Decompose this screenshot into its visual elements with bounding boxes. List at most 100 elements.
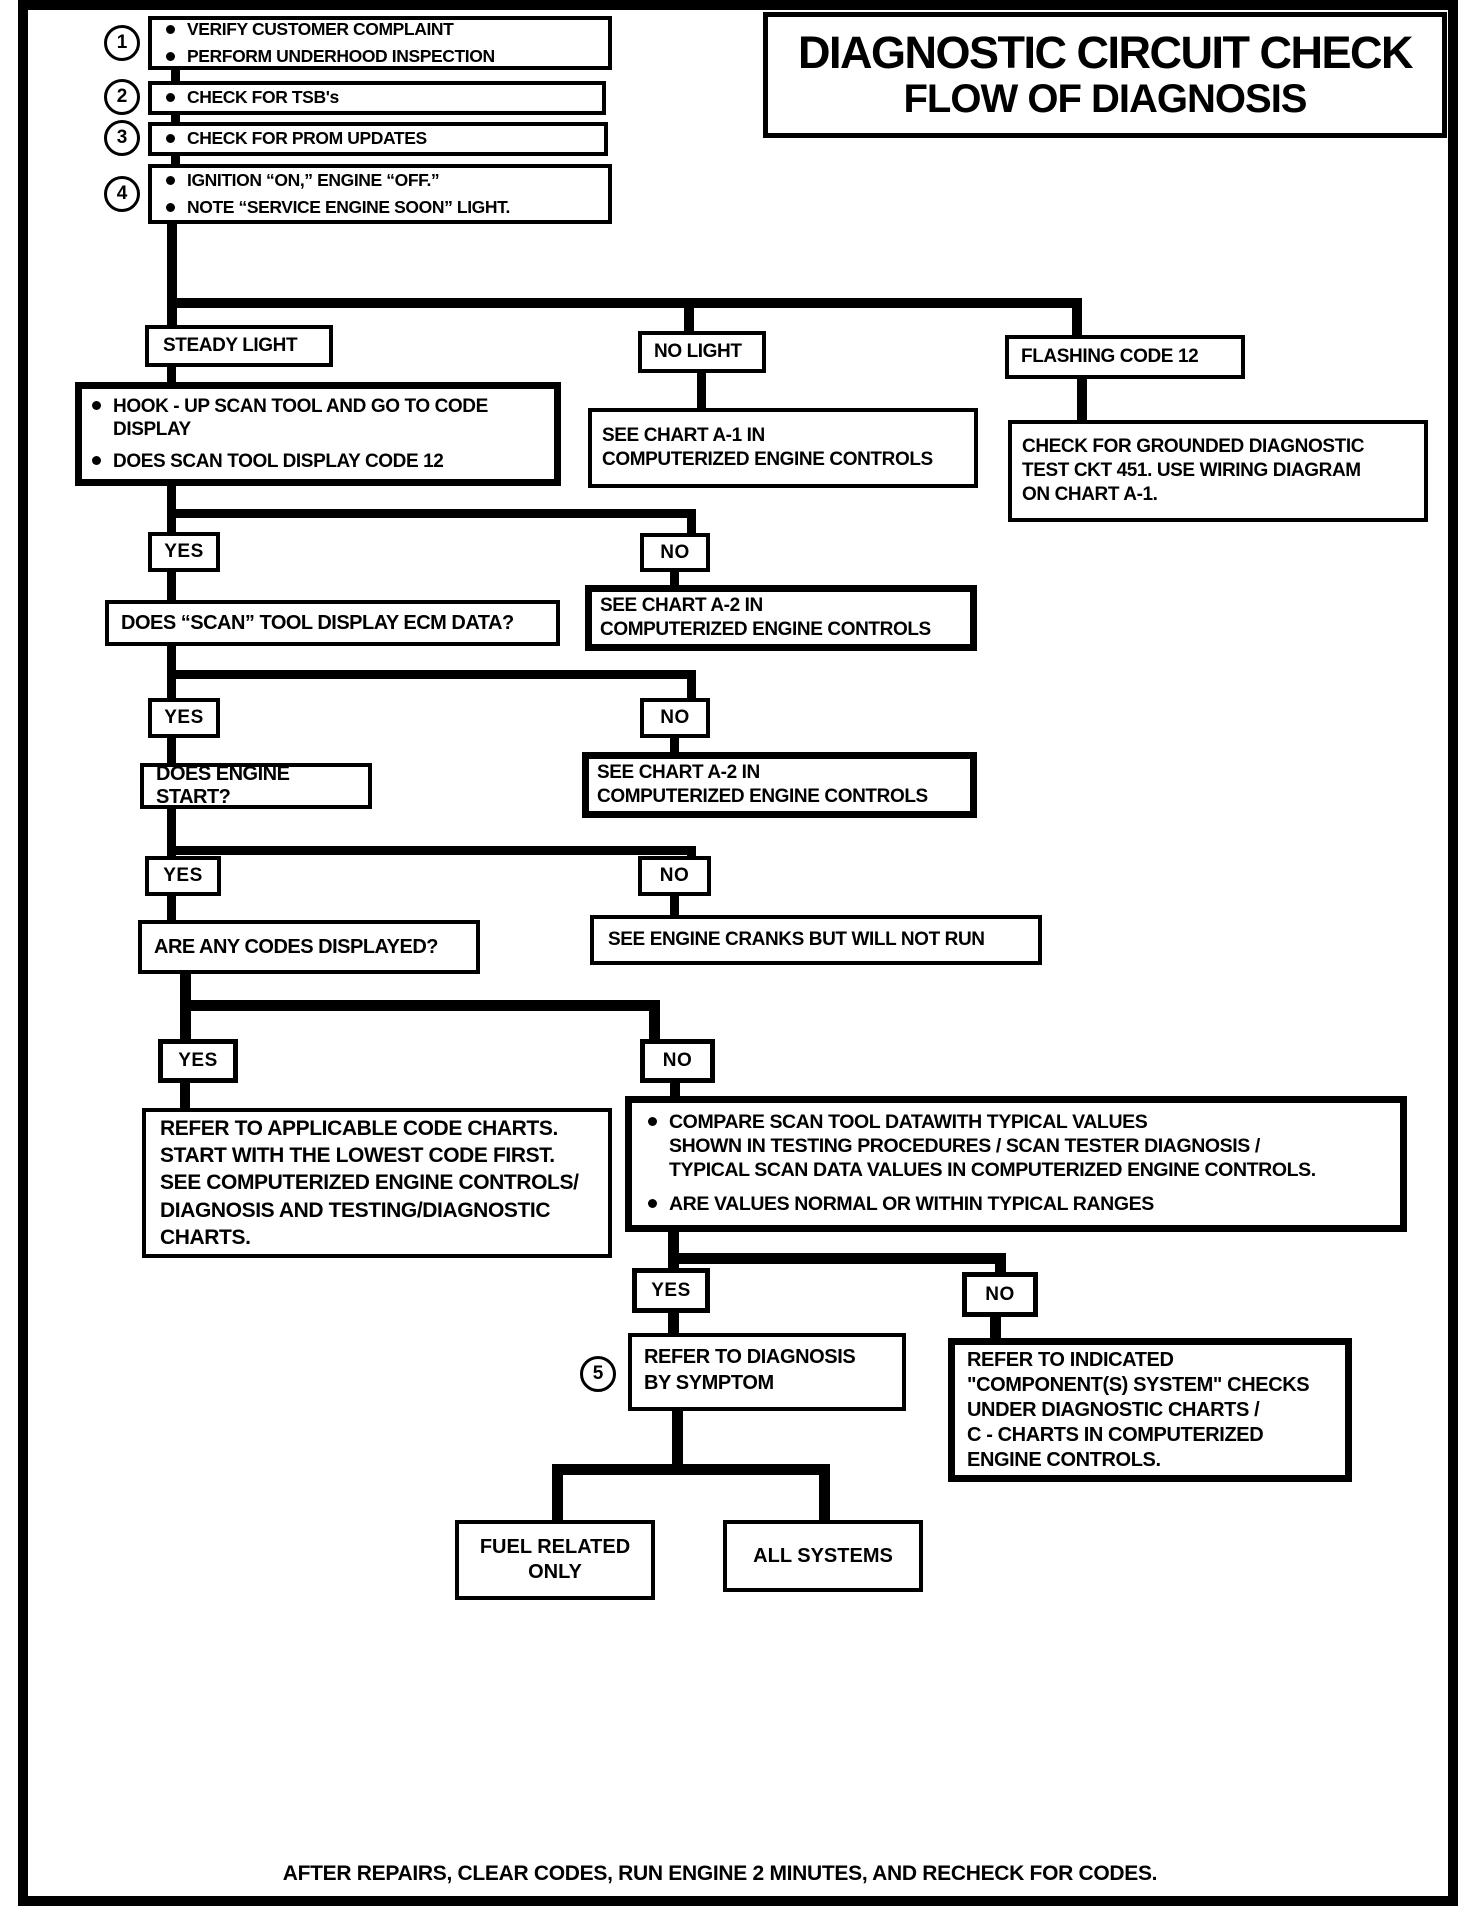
flow-line [668, 1262, 679, 1268]
flow-line [180, 1009, 191, 1039]
flow-line [990, 1317, 1001, 1338]
decision-no-3: NO [638, 856, 711, 896]
compare-item-2-text: ARE VALUES NORMAL OR WITHIN TYPICAL RANG… [669, 1192, 1154, 1215]
step-box-check-tsb: CHECK FOR TSB's [148, 81, 606, 115]
bullet-icon [92, 401, 101, 411]
flow-line [649, 1009, 660, 1039]
flow-line [672, 1411, 683, 1473]
step1-item-1-text: VERIFY CUSTOMER COMPLAINT [187, 18, 454, 39]
step1-item-1: VERIFY CUSTOMER COMPLAINT [160, 19, 600, 40]
yes-label: YES [163, 865, 203, 886]
node-see-chart-a2-first-text: SEE CHART A-2 IN COMPUTERIZED ENGINE CON… [600, 594, 931, 640]
flow-line [684, 306, 694, 334]
decision-yes-1: YES [148, 532, 220, 572]
node-fuel-related-only-text: FUEL RELATED ONLY [479, 1536, 631, 1583]
bullet-icon [166, 134, 175, 144]
flow-line [167, 306, 177, 327]
step-number-5-label: 5 [592, 1363, 604, 1384]
step4-item-1-text: IGNITION “ON,” ENGINE “OFF.” [187, 169, 440, 190]
step-number-1-label: 1 [116, 32, 128, 53]
step-number-1: 1 [104, 25, 140, 61]
step3-item-1: CHECK FOR PROM UPDATES [160, 128, 596, 149]
hookup-item-1-text: HOOK - UP SCAN TOOL AND GO TO CODE DISPL… [113, 396, 488, 441]
flow-line [167, 853, 176, 857]
flow-line [171, 154, 180, 165]
hookup-item-2: DOES SCAN TOOL DISPLAY CODE 12 [90, 450, 546, 473]
decision-no-4: NO [640, 1039, 715, 1083]
step-number-5: 5 [580, 1356, 616, 1392]
step-number-4: 4 [104, 176, 140, 212]
flow-line [171, 68, 180, 82]
step-box-ignition-on: IGNITION “ON,” ENGINE “OFF.” NOTE “SERVI… [148, 164, 612, 224]
node-engine-cranks: SEE ENGINE CRANKS BUT WILL NOT RUN [590, 915, 1042, 965]
flow-line [180, 1000, 660, 1011]
node-grounded-diagnostic-text: CHECK FOR GROUNDED DIAGNOSTIC TEST CKT 4… [1022, 435, 1365, 506]
no-label: NO [985, 1283, 1015, 1305]
chart-title-box: DIAGNOSTIC CIRCUIT CHECK FLOW OF DIAGNOS… [763, 12, 1447, 138]
flow-line [167, 646, 176, 676]
flow-line [552, 1464, 563, 1520]
branch-no-light-label: NO LIGHT [654, 341, 742, 362]
page-border [18, 0, 1458, 1906]
flow-line [167, 367, 176, 382]
flow-line [167, 677, 176, 698]
flow-line [819, 1464, 830, 1520]
branch-no-light: NO LIGHT [638, 331, 766, 373]
node-fuel-related-only: FUEL RELATED ONLY [455, 1520, 655, 1600]
chart-title-line2: FLOW OF DIAGNOSIS [903, 76, 1308, 121]
decision-yes-3: YES [145, 856, 221, 896]
decision-no-2: NO [640, 698, 710, 738]
flow-line [171, 113, 180, 123]
branch-flashing-code-12: FLASHING CODE 12 [1005, 335, 1245, 379]
node-compare-scan-data: COMPARE SCAN TOOL DATAWITH TYPICAL VALUE… [625, 1096, 1407, 1232]
question-ecm-data: DOES “SCAN” TOOL DISPLAY ECM DATA? [105, 600, 560, 646]
footer-note: AFTER REPAIRS, CLEAR CODES, RUN ENGINE 2… [282, 1862, 1158, 1885]
node-diagnosis-by-symptom: REFER TO DIAGNOSIS BY SYMPTOM [628, 1333, 906, 1411]
bullet-icon [166, 93, 175, 103]
flow-line [167, 298, 1082, 308]
question-engine-start: DOES ENGINE START? [140, 763, 372, 809]
step-number-4-label: 4 [116, 183, 128, 204]
decision-yes-4: YES [158, 1039, 238, 1083]
compare-item-1: COMPARE SCAN TOOL DATAWITH TYPICAL VALUE… [642, 1111, 1390, 1182]
branch-flashing-code-12-label: FLASHING CODE 12 [1021, 346, 1199, 367]
bullet-icon [648, 1117, 657, 1127]
question-codes-displayed: ARE ANY CODES DISPLAYED? [138, 920, 480, 974]
step-box-prom-updates: CHECK FOR PROM UPDATES [148, 122, 608, 156]
flow-line [687, 516, 696, 533]
node-hookup-scan-tool: HOOK - UP SCAN TOOL AND GO TO CODE DISPL… [75, 382, 561, 486]
step2-item-1: CHECK FOR TSB's [160, 87, 594, 108]
question-engine-start-text: DOES ENGINE START? [156, 763, 290, 808]
flow-line [167, 670, 696, 679]
flow-line [180, 974, 191, 1006]
node-engine-cranks-text: SEE ENGINE CRANKS BUT WILL NOT RUN [608, 929, 985, 950]
chart-title-line1: DIAGNOSTIC CIRCUIT CHECK [798, 27, 1414, 79]
node-grounded-diagnostic: CHECK FOR GROUNDED DIAGNOSTIC TEST CKT 4… [1008, 420, 1428, 522]
step3-item-1-text: CHECK FOR PROM UPDATES [187, 128, 427, 149]
flow-line [687, 677, 696, 698]
step-number-3: 3 [104, 120, 140, 156]
flow-line [167, 896, 176, 920]
node-diagnosis-by-symptom-text: REFER TO DIAGNOSIS BY SYMPTOM [644, 1346, 856, 1394]
flow-line [995, 1262, 1006, 1272]
step-number-2-label: 2 [116, 86, 128, 107]
flow-line [668, 1253, 1006, 1264]
branch-steady-light-label: STEADY LIGHT [163, 335, 298, 356]
flow-line [670, 572, 679, 585]
flow-line [167, 809, 176, 853]
flow-line [1072, 306, 1082, 338]
flow-line [1077, 379, 1087, 420]
hookup-item-1: HOOK - UP SCAN TOOL AND GO TO CODE DISPL… [90, 395, 546, 441]
decision-yes-2: YES [148, 698, 220, 738]
flow-line [167, 509, 696, 518]
bullet-icon [166, 203, 175, 212]
node-see-chart-a2-second-text: SEE CHART A-2 IN COMPUTERIZED ENGINE CON… [597, 761, 928, 807]
flow-line [697, 373, 706, 408]
node-see-chart-a2-first: SEE CHART A-2 IN COMPUTERIZED ENGINE CON… [585, 585, 977, 651]
hookup-item-2-text: DOES SCAN TOOL DISPLAY CODE 12 [113, 450, 444, 472]
yes-label: YES [178, 1050, 218, 1071]
step1-item-2: PERFORM UNDERHOOD INSPECTION [160, 46, 600, 67]
node-see-chart-a1: SEE CHART A-1 IN COMPUTERIZED ENGINE CON… [588, 408, 978, 488]
step4-item-1: IGNITION “ON,” ENGINE “OFF.” [160, 170, 600, 191]
